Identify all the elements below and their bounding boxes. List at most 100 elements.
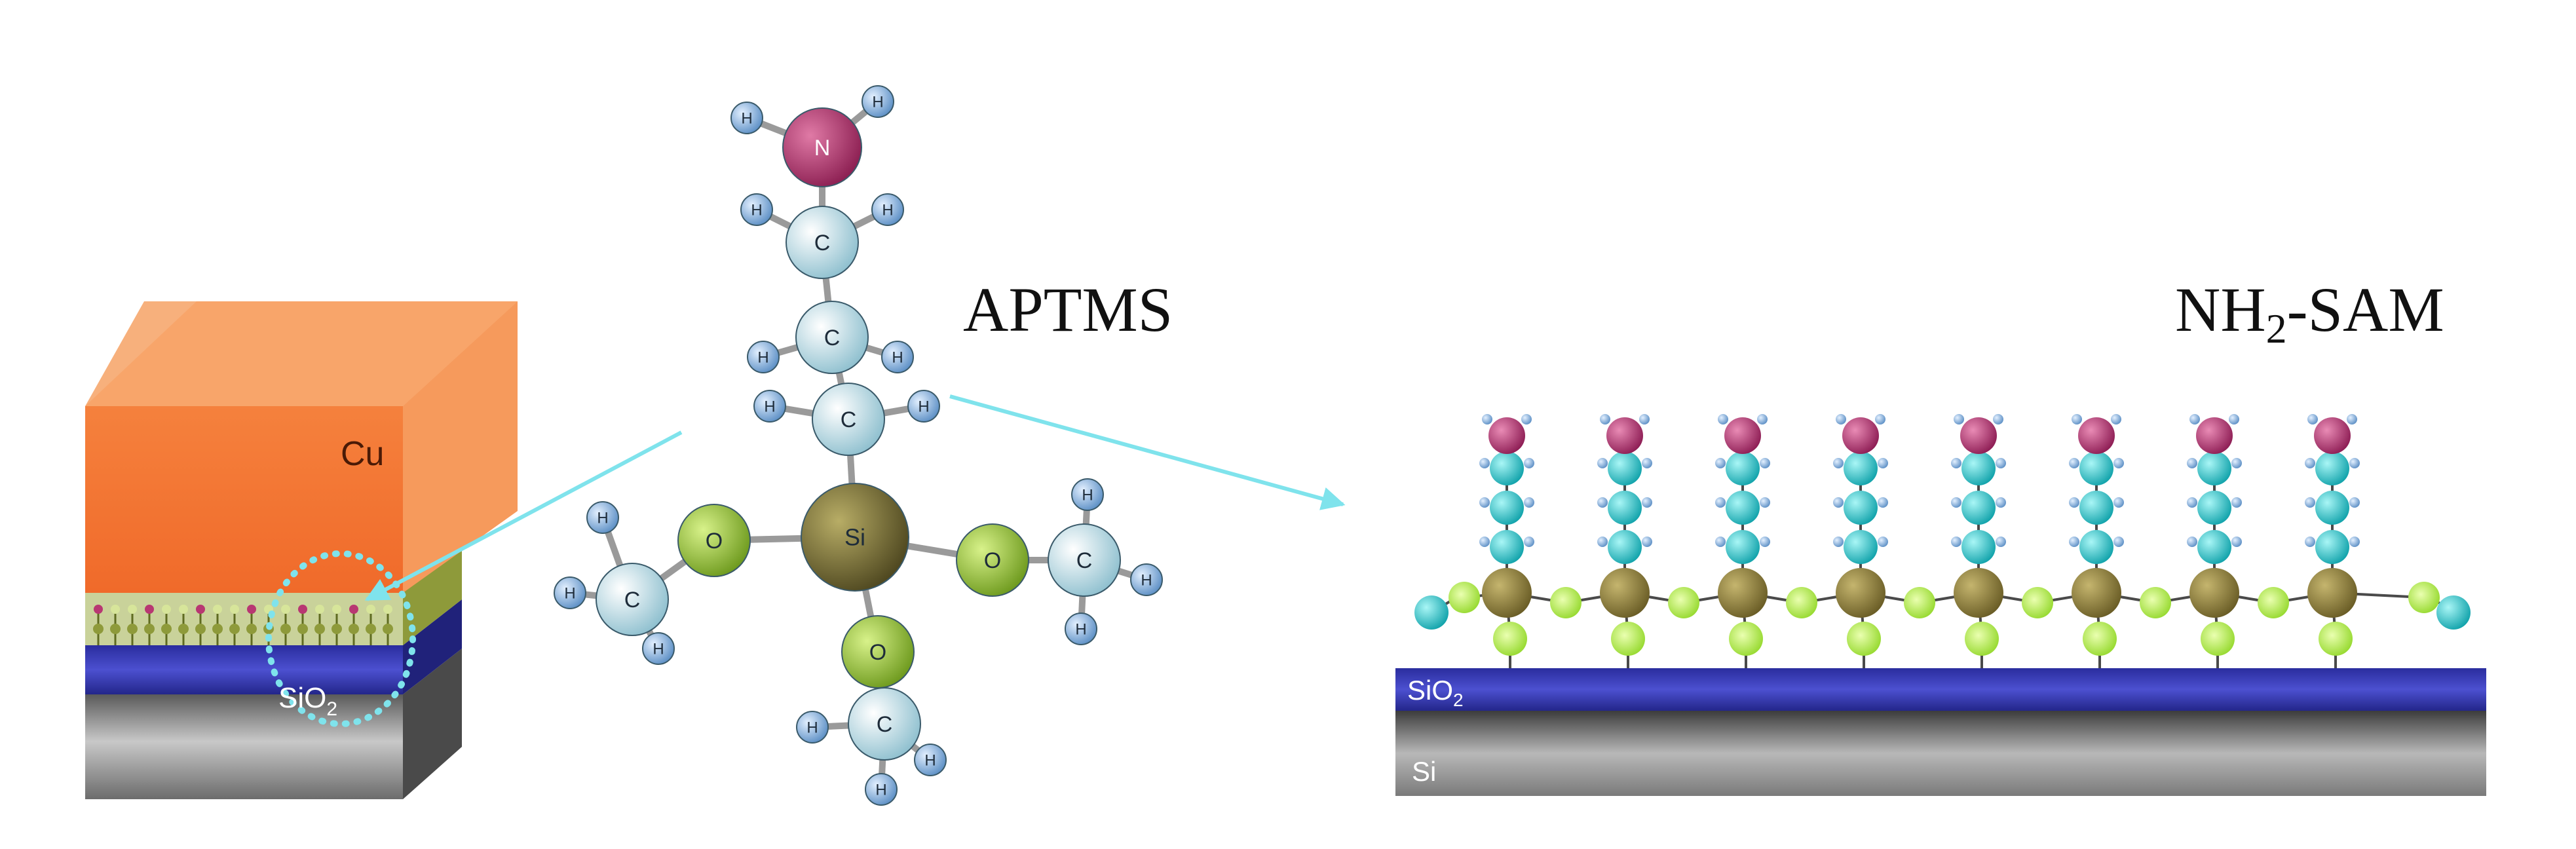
nitrogen-atom (2196, 417, 2233, 454)
hydrogen-atom (2187, 458, 2197, 468)
atom-symbol: C (814, 231, 831, 255)
si-base-front (85, 694, 403, 799)
silicon-atom (110, 624, 121, 634)
hydrogen-atom (1833, 458, 1844, 468)
hydrogen-atom (1760, 458, 1770, 468)
hydrogen-atom (2305, 458, 2315, 468)
head-atom (196, 605, 205, 614)
hydrogen-atom (1715, 497, 1726, 508)
atom-symbol: C (877, 712, 893, 737)
hydrogen-atom (1993, 414, 2003, 424)
silicon-atom (2072, 568, 2121, 618)
head-atom (332, 605, 341, 614)
hydrogen-atom (2307, 414, 2318, 424)
atom-symbol: H (1075, 620, 1086, 638)
hydrogen-atom (2231, 458, 2242, 468)
hydrogen-atom: H (1130, 563, 1163, 596)
silicon-atom (1600, 568, 1650, 618)
oxygen-atom (1786, 587, 1817, 618)
sio2-block-label: SiO2 (278, 682, 337, 720)
nitrogen-atom (1842, 417, 1879, 454)
head-atom (94, 605, 103, 614)
sam-si-label: Si (1412, 756, 1436, 787)
hydrogen-atom: H (753, 390, 786, 423)
sam-sio2-layer (1395, 668, 2486, 711)
carbon-atom: C (812, 383, 885, 456)
silicon-atom (1836, 568, 1885, 618)
nitrogen-atom (2314, 417, 2351, 454)
hydrogen-atom (2229, 414, 2239, 424)
head-atom (366, 605, 375, 614)
silicon-atom (297, 624, 308, 634)
hydrogen-atom (1760, 497, 1770, 508)
oxygen-atom (2083, 622, 2117, 656)
oxygen-atom (2140, 587, 2171, 618)
hydrogen-atom (2072, 414, 2082, 424)
head-atom (111, 605, 120, 614)
silicon-atom: Si (801, 483, 909, 592)
head-atom (128, 605, 137, 614)
head-atom (315, 605, 324, 614)
atom-symbol: H (1082, 486, 1093, 504)
carbon-atom (1608, 451, 1642, 485)
hydrogen-atom: H (907, 390, 940, 423)
sam-si-layer (1395, 711, 2486, 796)
carbon-atom (2197, 491, 2231, 525)
atom-symbol: H (806, 719, 818, 736)
sam-bonds (1430, 429, 2455, 668)
carbon-atom (2436, 595, 2471, 630)
nitrogen-atom (1488, 417, 1525, 454)
silicon-atom (161, 624, 172, 634)
hydrogen-atom (2069, 537, 2079, 547)
hydrogen-atom (1951, 458, 1961, 468)
hydrogen-atom (1521, 414, 1532, 424)
head-atom (230, 605, 239, 614)
hydrogen-atom: H (730, 102, 763, 134)
hydrogen-atom (1951, 537, 1961, 547)
hydrogen-atom: H (740, 193, 773, 226)
atom-symbol: H (751, 201, 762, 219)
atom-symbol: N (814, 136, 831, 160)
nitrogen-atom (2078, 417, 2115, 454)
sam-monolayer (1414, 414, 2471, 668)
atom-symbol: H (872, 93, 883, 111)
hydrogen-atom (1996, 458, 2006, 468)
hydrogen-atom (1597, 497, 1608, 508)
head-atom (162, 605, 171, 614)
silicon-atom (178, 624, 189, 634)
atom-symbol: C (841, 407, 857, 432)
head-atom (145, 605, 154, 614)
hydrogen-atom: H (865, 773, 898, 806)
hydrogen-atom (1718, 414, 1728, 424)
hydrogen-atom (2187, 537, 2197, 547)
sam-layer-front (85, 593, 403, 645)
hydrogen-atom (1600, 414, 1610, 424)
atom-symbol: H (757, 349, 768, 366)
hydrogen-atom (1954, 414, 1964, 424)
hydrogen-atom (1597, 458, 1608, 468)
nitrogen-atom: N (782, 107, 862, 187)
silicon-atom (2307, 568, 2357, 618)
sam-substrate: SiO2 Si (1395, 668, 2486, 796)
hydrogen-atom: H (862, 85, 894, 118)
silicon-atom (349, 624, 359, 634)
atom-symbol: H (918, 398, 929, 415)
silicon-atom (212, 624, 223, 634)
hydrogen-atom (1833, 497, 1844, 508)
hydrogen-atom (1642, 497, 1652, 508)
oxygen-atom: O (677, 504, 751, 577)
head-atom (298, 605, 307, 614)
silicon-atom (314, 624, 325, 634)
sam-sio2-label: SiO2 (1407, 675, 1464, 710)
atom-symbol: H (564, 584, 575, 602)
atom-symbol: H (875, 781, 886, 799)
hydrogen-atom (1715, 458, 1726, 468)
atom-symbol: H (653, 640, 664, 658)
hydrogen-atom: H (1071, 478, 1104, 511)
hydrogen-atom (1996, 537, 2006, 547)
silicon-atom (127, 624, 138, 634)
silicon-atom (93, 624, 104, 634)
carbon-atom (2079, 451, 2113, 485)
head-atom (349, 605, 358, 614)
carbon-atom (1608, 530, 1642, 564)
